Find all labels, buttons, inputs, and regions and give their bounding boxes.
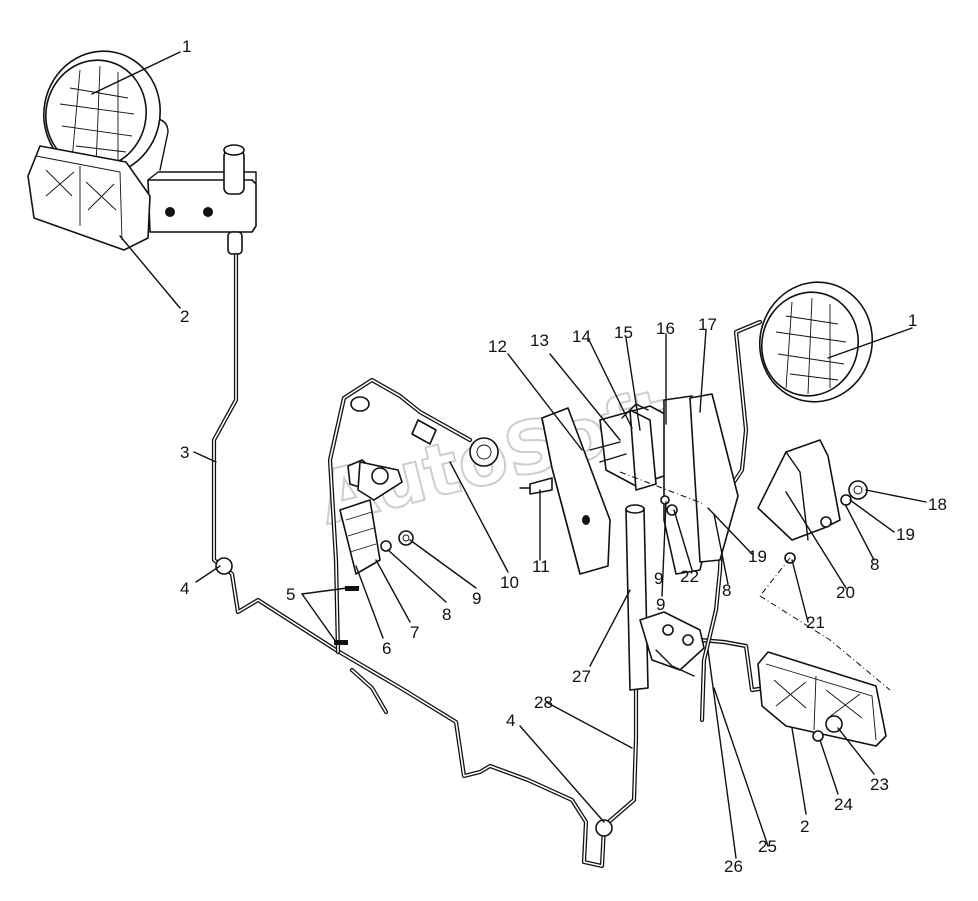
center-bracket <box>589 393 739 691</box>
callout-8: 8 <box>870 555 879 574</box>
callout-22: 22 <box>680 567 699 586</box>
mounting-tube <box>625 507 649 691</box>
callout-4: 4 <box>506 711 515 730</box>
callout-28: 28 <box>534 693 553 712</box>
callout-6: 6 <box>382 639 391 658</box>
wire-clip <box>215 557 233 575</box>
left-work-lamp <box>43 50 169 176</box>
callout-3: 3 <box>180 443 189 462</box>
callout-10: 10 <box>500 573 519 592</box>
central-connectors <box>339 396 499 575</box>
callout-5: 5 <box>286 585 295 604</box>
callout-23: 23 <box>870 775 889 794</box>
callout-20: 20 <box>836 583 855 602</box>
left-tail-lamp <box>27 145 151 251</box>
callout-8: 8 <box>722 581 731 600</box>
callout-9: 9 <box>654 569 663 588</box>
callout-2: 2 <box>180 307 189 326</box>
mount-bolt <box>529 477 553 495</box>
callout-1: 1 <box>182 37 191 56</box>
callout-15: 15 <box>614 323 633 342</box>
callout-13: 13 <box>530 331 549 350</box>
callout-24: 24 <box>834 795 853 814</box>
cable-tie <box>345 586 359 591</box>
bracket-bolt-hole <box>165 207 175 217</box>
callout-27: 27 <box>572 667 591 686</box>
callout-7: 7 <box>410 623 419 642</box>
callout-9: 9 <box>656 595 665 614</box>
callout-19: 19 <box>896 525 915 544</box>
right-tail-lamp <box>757 651 887 747</box>
wire-clip <box>595 819 613 837</box>
callout-8: 8 <box>442 605 451 624</box>
right-work-lamp <box>758 281 874 403</box>
callout-16: 16 <box>656 319 675 338</box>
bracket-bolt-hole <box>203 207 213 217</box>
callout-18: 18 <box>928 495 947 514</box>
callout-21: 21 <box>806 613 825 632</box>
callout-19: 19 <box>748 547 767 566</box>
connector-socket <box>469 437 499 467</box>
callout-labels: 1 1 2 2 3 4 4 5 6 7 8 8 8 9 9 9 10 11 12… <box>180 37 947 876</box>
callout-26: 26 <box>724 857 743 876</box>
left-mount-block <box>519 407 611 575</box>
callout-17: 17 <box>698 315 717 334</box>
callout-4: 4 <box>180 579 189 598</box>
callout-12: 12 <box>488 337 507 356</box>
left-lamp-bracket <box>147 144 257 255</box>
right-mount-bracket <box>757 439 891 691</box>
callout-11: 11 <box>532 557 550 576</box>
callout-2: 2 <box>800 817 809 836</box>
callout-25: 25 <box>758 837 777 856</box>
nut <box>848 480 868 500</box>
wire-harness <box>211 252 783 869</box>
callout-1: 1 <box>908 311 917 330</box>
callout-9: 9 <box>472 589 481 608</box>
right-connector-cluster <box>639 611 705 677</box>
cable-tie <box>334 640 348 645</box>
callout-14: 14 <box>572 327 591 346</box>
leader-lines <box>91 51 927 859</box>
